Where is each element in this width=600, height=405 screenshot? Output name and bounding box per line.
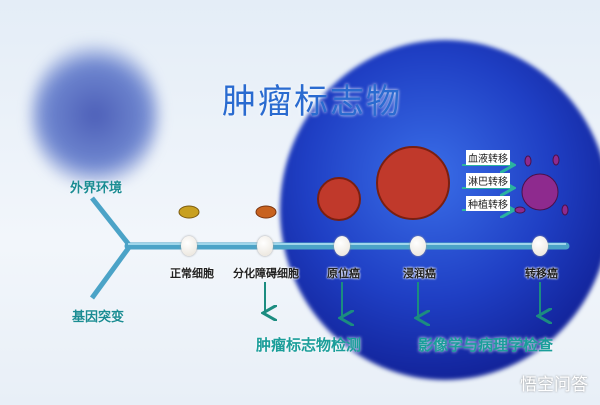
page-title: 肿瘤标志物 — [222, 82, 402, 122]
stage-node — [410, 236, 426, 256]
dysplastic-cell-icon — [255, 205, 277, 219]
blurred-cell-image — [30, 40, 160, 190]
metastasis-lymph: 淋巴转移 — [466, 173, 510, 188]
stage-node — [334, 236, 350, 256]
stage-label-normal: 正常细胞 — [170, 267, 214, 280]
branch-gene-mutation: 基因突变 — [72, 310, 125, 325]
detection-imaging-pathology: 影像学与病理学检查 — [418, 336, 554, 354]
branch-environment: 外界环境 — [70, 181, 123, 196]
watermark: 悟空问答 — [520, 375, 588, 395]
detection-tumor-markers: 肿瘤标志物检测 — [256, 336, 362, 354]
stage-node — [532, 236, 548, 256]
metastasis-implantation: 种植转移 — [466, 196, 510, 211]
in-situ-tumor-icon — [317, 177, 361, 221]
stage-label-invasive: 浸润癌 — [403, 267, 436, 280]
metastatic-cell-icon — [514, 154, 569, 216]
stage-label-dysplasia: 分化障碍细胞 — [233, 267, 299, 280]
stage-node — [257, 236, 273, 256]
detection-arrows — [265, 282, 540, 318]
stage-node — [181, 236, 197, 256]
stage-label-metastatic: 转移癌 — [525, 267, 558, 280]
stage-label-in-situ: 原位癌 — [327, 267, 360, 280]
invasive-tumor-icon — [376, 146, 450, 220]
normal-cell-icon — [178, 205, 200, 219]
metastasis-blood: 血液转移 — [466, 150, 510, 165]
